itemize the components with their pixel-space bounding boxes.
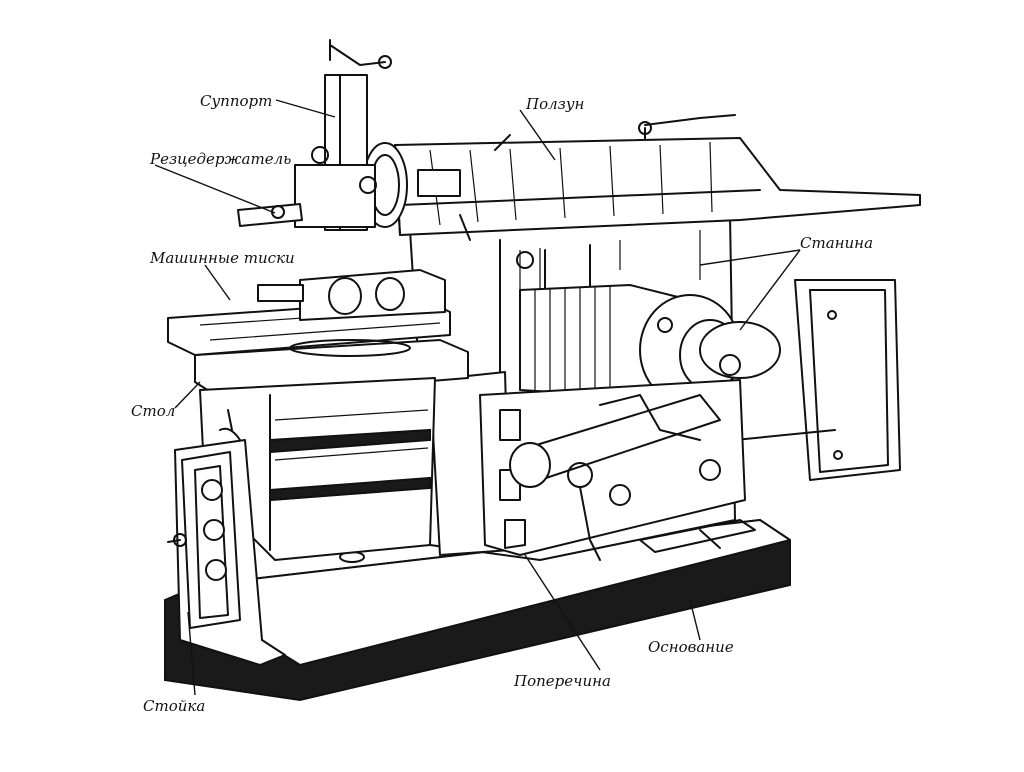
label-vise: Машинные тиски bbox=[149, 249, 295, 267]
leader-lines bbox=[154, 99, 801, 696]
support-assembly bbox=[237, 39, 392, 231]
slider-ram bbox=[362, 114, 921, 241]
electric-cabinet bbox=[734, 279, 901, 481]
label-stand: Стойка bbox=[143, 697, 205, 715]
label-tool-holder: Резцедержатель bbox=[149, 150, 291, 168]
label-frame: Станина bbox=[800, 234, 873, 252]
label-support: Суппорт bbox=[200, 92, 272, 110]
work-table bbox=[194, 339, 469, 561]
machine-vise bbox=[167, 269, 451, 357]
label-slider: Ползун bbox=[525, 95, 584, 113]
label-base: Основание bbox=[648, 638, 734, 656]
label-table: Стол bbox=[131, 402, 175, 420]
stand-column bbox=[167, 439, 286, 666]
crossbar bbox=[429, 371, 746, 561]
label-crossbar: Поперечина bbox=[513, 672, 611, 690]
